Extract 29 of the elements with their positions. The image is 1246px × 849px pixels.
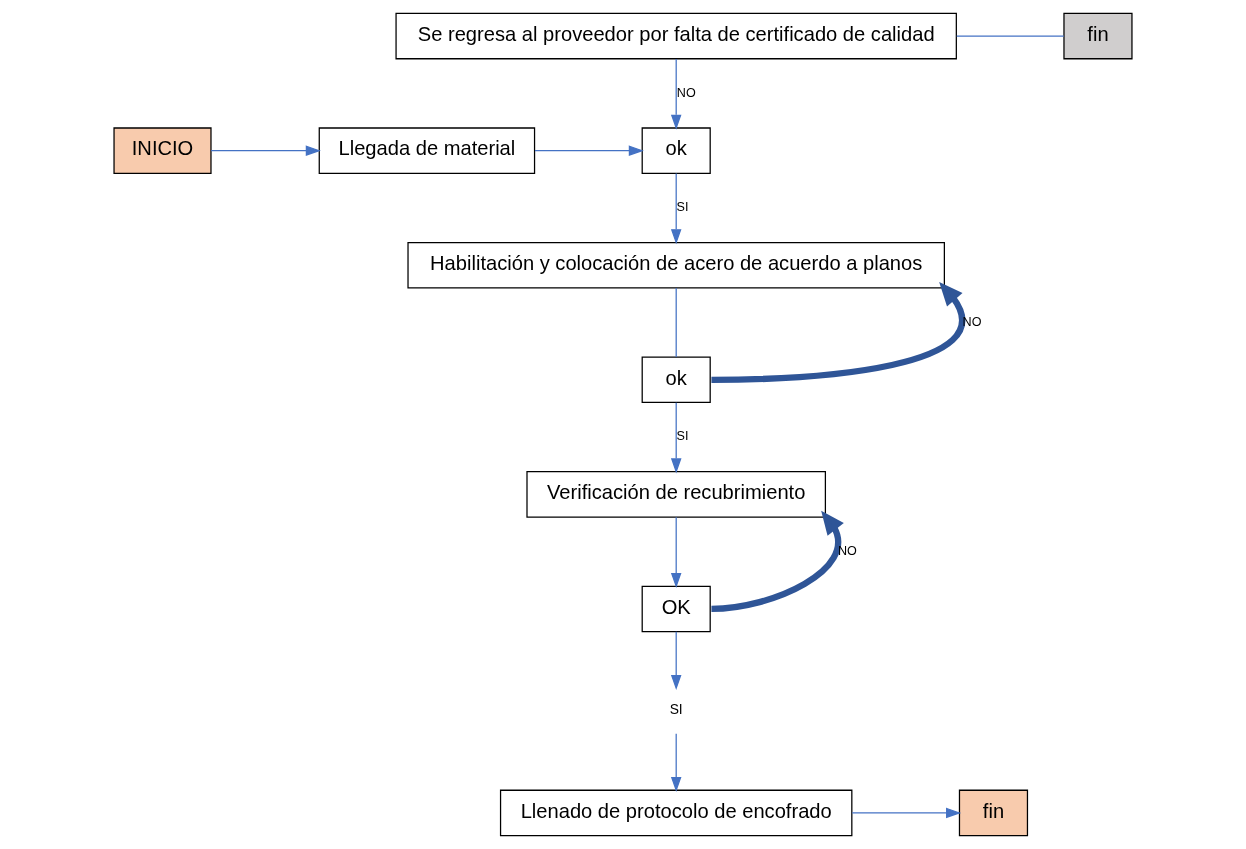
node-box: INICIO: [113, 127, 212, 174]
node-box: ok: [641, 127, 711, 174]
arrow: [210, 145, 321, 156]
node-box: Verificación de recubrimiento: [526, 471, 826, 518]
node-box: fin: [1063, 12, 1133, 60]
connector: [675, 287, 677, 358]
node-box: ok: [641, 356, 711, 404]
arrow: [711, 510, 844, 613]
arrow: [670, 631, 682, 691]
node-box: OK: [641, 585, 711, 633]
arrow: [670, 733, 682, 792]
node-box: Se regresa al proveedor por falta de certificado de calidad: [395, 12, 957, 60]
edge-label: SI: [676, 200, 689, 215]
node-box: Habilitación y colocación de acero de acuerdo a planos: [407, 241, 945, 289]
arrow: [670, 402, 682, 474]
arrow: [670, 172, 682, 245]
connector: [956, 35, 1065, 37]
arrow: [851, 807, 962, 819]
arrow: [670, 516, 682, 589]
node-box: Llenado de protocolo de encofrado: [499, 789, 853, 837]
node-box: Llegada de material: [318, 127, 536, 174]
edge-label: NO: [676, 85, 696, 100]
arrow: [711, 282, 965, 383]
edge-label: NO: [837, 543, 857, 558]
arrow: [670, 58, 682, 130]
node-text: SI: [669, 701, 683, 718]
node-box: fin: [958, 789, 1029, 837]
arrow: [534, 145, 644, 156]
edge-label: SI: [676, 429, 689, 444]
